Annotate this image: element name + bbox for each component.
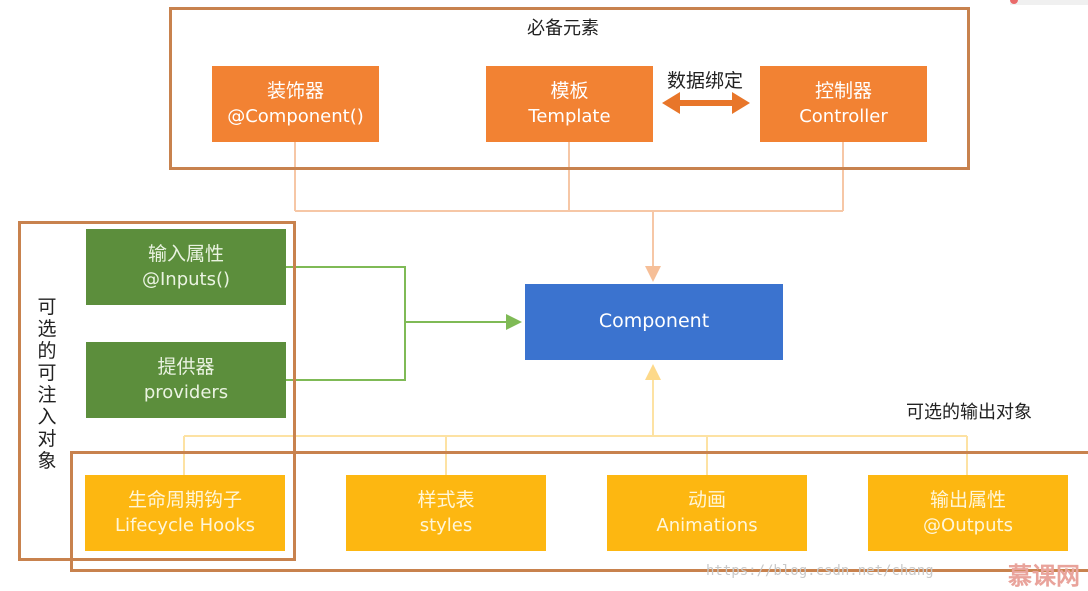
inputs-sublabel: @Inputs() — [141, 268, 231, 290]
controller-box: 控制器 Controller — [760, 66, 927, 142]
required-elements-title: 必备元素 — [527, 18, 599, 39]
outputs-connector — [183, 364, 968, 475]
watermark-url: https://blog.csdn.net/chang — [706, 563, 934, 579]
template-sublabel: Template — [528, 105, 611, 127]
lifecycle-box: 生命周期钩子 Lifecycle Hooks — [85, 475, 285, 551]
decorator-box: 装饰器 @Component() — [212, 66, 379, 142]
lifecycle-sublabel: Lifecycle Hooks — [114, 514, 256, 536]
providers-label: 提供器 — [157, 356, 215, 379]
animations-label: 动画 — [687, 489, 726, 512]
animations-sublabel: Animations — [656, 514, 758, 536]
outputs-frame — [70, 451, 1088, 572]
outputs-prop-label: 输出属性 — [929, 489, 1006, 512]
injectable-connector — [286, 266, 522, 381]
animations-box: 动画 Animations — [607, 475, 807, 551]
outputs-prop-sublabel: @Outputs — [923, 514, 1013, 536]
top-right-badge — [1010, 0, 1088, 5]
component-box: Component — [525, 284, 783, 360]
inputs-box: 输入属性 @Inputs() — [86, 229, 286, 305]
injectable-title: 可选的可注入对象 — [37, 296, 57, 472]
providers-box: 提供器 providers — [86, 342, 286, 418]
styles-label: 样式表 — [417, 489, 475, 512]
outputs-title: 可选的输出对象 — [906, 402, 1032, 423]
outputs-prop-box: 输出属性 @Outputs — [868, 475, 1068, 551]
styles-sublabel: styles — [419, 514, 473, 536]
controller-label: 控制器 — [814, 80, 872, 103]
providers-sublabel: providers — [143, 381, 229, 403]
template-box: 模板 Template — [486, 66, 653, 142]
lifecycle-label: 生命周期钩子 — [127, 489, 242, 512]
component-label: Component — [598, 310, 710, 333]
data-binding-double-arrow — [662, 92, 750, 114]
controller-sublabel: Controller — [799, 105, 888, 127]
required-connector — [294, 142, 844, 282]
template-label: 模板 — [550, 80, 589, 103]
injectable-frame — [18, 221, 296, 561]
inputs-label: 输入属性 — [147, 243, 224, 266]
watermark-brand: 慕课网 — [1008, 562, 1080, 590]
required-elements-frame — [169, 7, 970, 170]
data-binding-label: 数据绑定 — [667, 70, 744, 92]
decorator-label: 装饰器 — [266, 80, 324, 103]
styles-box: 样式表 styles — [346, 475, 546, 551]
decorator-sublabel: @Component() — [227, 105, 364, 127]
